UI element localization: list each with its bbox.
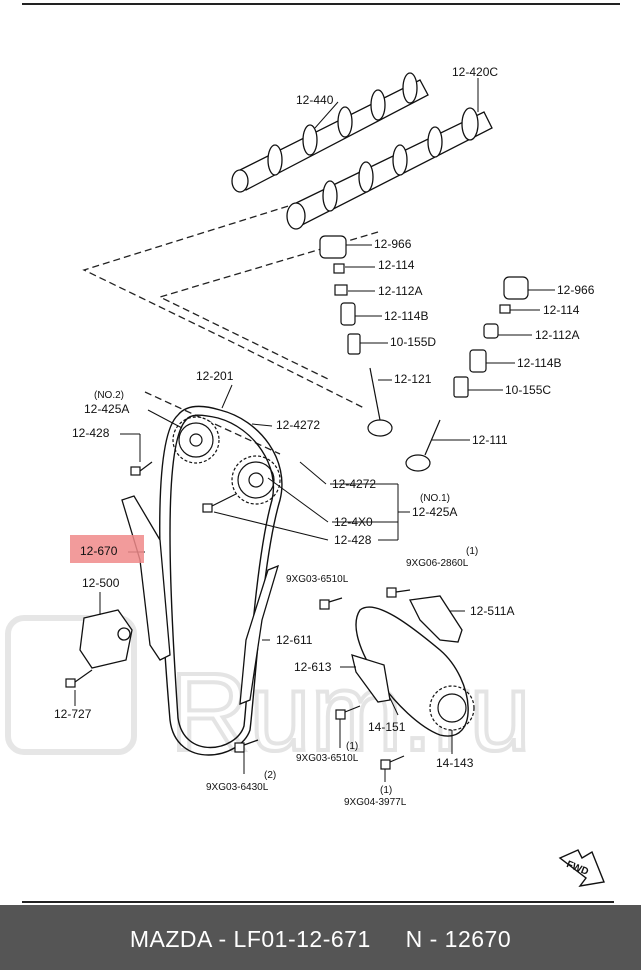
label-spring-seat-right: 12-112A (535, 328, 580, 342)
label-bolt-c-qty: (1) (346, 741, 359, 752)
label-no2-note: (NO.2) (94, 390, 124, 401)
label-bolt-d: 9XG03-6430L (206, 782, 269, 793)
timing-chain-diagram: Rum.ru (5, 72, 605, 887)
label-bolt-tensioner: 12-727 (54, 707, 92, 721)
label-bolt-b: 9XG03-6510L (286, 574, 349, 585)
label-12-440: 12-440 (296, 93, 334, 107)
label-bolt-e: 9XG04-3977L (344, 797, 407, 808)
label-no1-note: (NO.1) (420, 493, 450, 504)
footer-text: MAZDA - LF01-12-671 N - 12670 (0, 905, 641, 970)
label-sprocket-no2: 12-425A (84, 402, 130, 416)
label-washer-lower: 12-4272 (332, 477, 377, 491)
guide-pad (351, 654, 391, 703)
label-tappet-left: 12-966 (374, 237, 412, 251)
sprocket-crank (429, 685, 475, 731)
valve-train-right (405, 276, 529, 472)
camshaft-intake (286, 107, 493, 230)
valve-train-left (319, 235, 393, 437)
label-bolt-a-qty: (1) (466, 546, 479, 557)
label-bracket: 12-511A (470, 604, 515, 618)
label-seal-left: 10-155D (390, 335, 437, 349)
fwd-arrow-icon (558, 849, 605, 887)
label-tappet-right: 12-966 (557, 283, 595, 297)
label-bolt-c: 9XG03-6510L (296, 753, 359, 764)
label-seal-right: 10-155C (505, 383, 552, 397)
label-bolt-d-qty: (2) (264, 770, 277, 781)
chain-guide-right (239, 564, 280, 705)
label-chain-lower: 14-151 (368, 720, 406, 734)
label-spring-seat-left: 12-112A (378, 284, 423, 298)
label-shim-left: 12-114 (378, 258, 415, 272)
label-sprocket-no1: 12-425A (412, 505, 458, 519)
footer-number: N - 12670 (405, 926, 512, 952)
label-valve-right: 12-111 (472, 433, 508, 447)
label-sprocket-crank: 14-143 (436, 756, 474, 770)
label-washer-upper: 12-4272 (276, 418, 321, 432)
label-chain-guide-highlight: 12-670 (80, 544, 118, 558)
tensioner-body (79, 609, 133, 669)
top-rule (22, 3, 620, 5)
bottom-rule (22, 901, 614, 903)
label-12-420c: 12-420C (452, 65, 499, 79)
highlight-box (70, 535, 144, 563)
label-valve-left: 12-121 (394, 372, 432, 386)
label-sprocket-hub: 12-4X0 (334, 515, 373, 529)
label-spring-right: 12-114B (517, 356, 562, 370)
label-shim-right: 12-114 (543, 303, 580, 317)
label-chain-guide-right: 12-611 (276, 633, 313, 647)
label-chain-upper: 12-201 (196, 369, 234, 383)
bolts (65, 461, 411, 770)
label-spring-left: 12-114B (384, 309, 429, 323)
label-bolt-right: 12-428 (334, 533, 372, 547)
label-guide-pad: 12-613 (294, 660, 332, 674)
bracket-511a (409, 595, 463, 643)
label-tensioner: 12-500 (82, 576, 120, 590)
label-bolt-left: 12-428 (72, 426, 110, 440)
sprocket-no1 (231, 455, 281, 505)
label-bolt-e-qty: (1) (380, 785, 393, 796)
footer-part: MAZDA - LF01-12-671 (129, 926, 371, 952)
camshaft-exhaust (231, 72, 429, 193)
leader-lines (74, 78, 555, 782)
sprocket-no2 (172, 416, 220, 464)
label-bolt-a: 9XG06-2860L (406, 558, 469, 569)
footer-bar: MAZDA - LF01-12-671 N - 12670 (0, 905, 641, 970)
